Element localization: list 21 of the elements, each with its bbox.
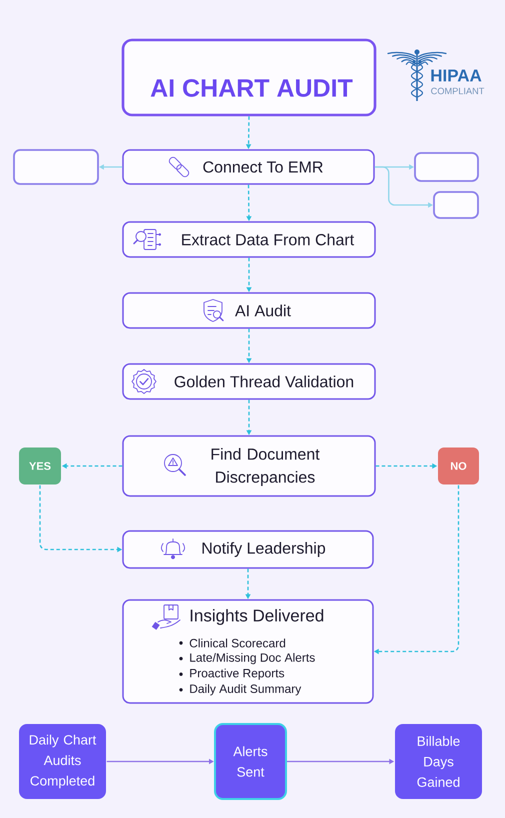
result-box: Alerts Sent	[214, 723, 287, 800]
list-item: Proactive Reports	[190, 668, 284, 680]
title-box: AI CHART AUDIT	[122, 38, 376, 116]
result-box: Billable Days Gained	[395, 724, 482, 799]
list-item: Daily Audit Summary	[190, 684, 302, 696]
outcome-box: NO	[438, 448, 479, 484]
process-box: Notify Leadership	[122, 530, 374, 569]
badge-subtitle: COMPLIANT	[431, 88, 484, 94]
rounded-box	[433, 191, 479, 219]
process-box: Connect To EMR	[122, 149, 375, 185]
list-item: Clinical Scorecard	[190, 638, 286, 648]
process-box: Extract Data From Chart	[122, 221, 376, 258]
badge-title: HIPAA	[431, 70, 482, 82]
process-box: AI Audit	[122, 292, 376, 329]
process-box: Find Document Discrepancies	[122, 435, 376, 497]
list-item: Late/Missing Doc Alerts	[190, 653, 315, 664]
rounded-box	[414, 152, 479, 182]
rounded-box	[13, 149, 99, 185]
process-box: Golden Thread Validation	[122, 363, 376, 400]
outcome-box: YES	[19, 448, 61, 484]
result-box: Daily Chart Audits Completed	[19, 724, 106, 799]
